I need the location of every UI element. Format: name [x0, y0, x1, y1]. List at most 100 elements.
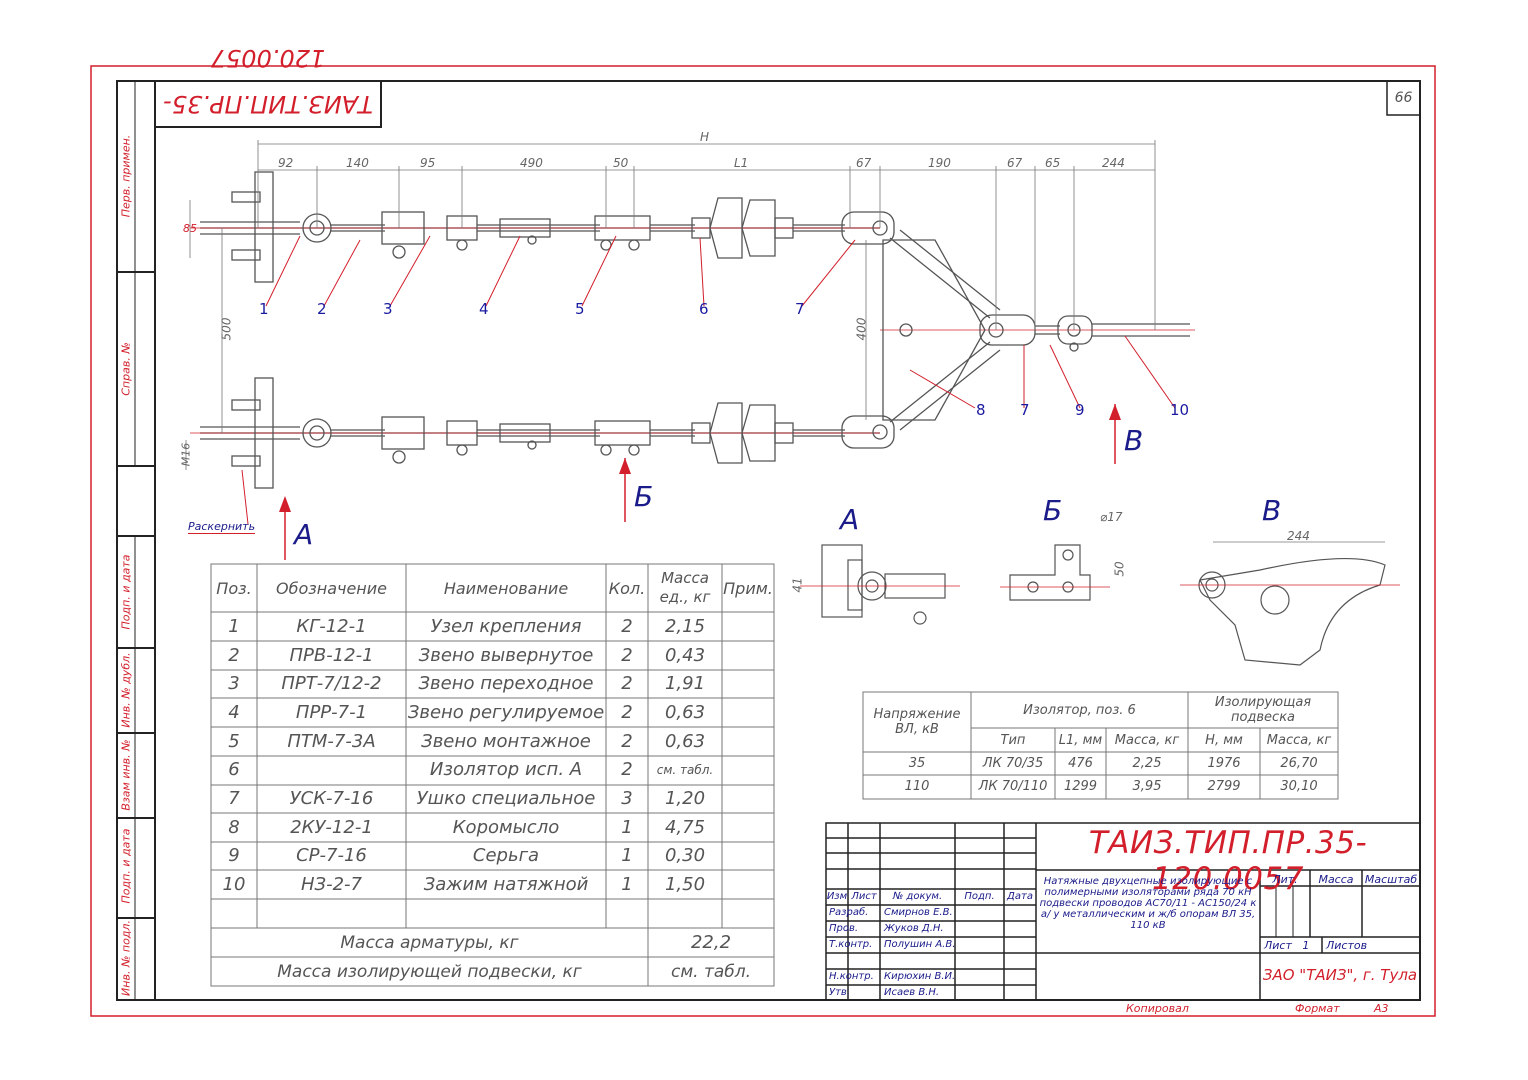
- title-description: Натяжные двухцепные изолирующие с полиме…: [1039, 876, 1257, 931]
- parts-cell-10-4: 1,50: [664, 874, 706, 896]
- parts-cell-10-1: НЗ-2-7: [301, 874, 362, 896]
- parts-cell-1-2: Узел крепления: [430, 615, 582, 637]
- title-role-0: Разраб.: [829, 907, 869, 918]
- parts-cell-5-0: 5: [228, 730, 240, 752]
- parts-cell-8-3: 1: [621, 816, 633, 838]
- parts-cell-1-3: 2: [621, 615, 633, 637]
- dim-92: 92: [278, 156, 294, 170]
- parts-cell-10-2: Зажим натяжной: [423, 874, 589, 896]
- dim-50: 50: [613, 156, 629, 170]
- title-company: ЗАО "ТАИЗ", г. Тула: [1262, 966, 1418, 984]
- volt-header-suspension: Изолирующая подвеска: [1214, 695, 1312, 725]
- volt-cell-2-0: 110: [904, 779, 930, 794]
- title-col-header-1: Лист: [851, 891, 877, 902]
- callout-4: 4: [479, 300, 489, 318]
- page-number: 66: [1394, 90, 1413, 106]
- marker-a-main: А: [294, 518, 314, 551]
- parts-header-designation: Обозначение: [275, 578, 388, 598]
- dim-85: 85: [183, 222, 197, 235]
- title-sheets: Листов: [1326, 939, 1368, 952]
- stamp-podp-data-1: Подп. и дата: [119, 554, 133, 630]
- title-mass: Масса: [1318, 873, 1354, 886]
- volt-cell-2-3: 3,95: [1132, 779, 1162, 794]
- parts-cell-7-4: 1,20: [664, 788, 706, 810]
- parts-cell-2-3: 2: [621, 644, 633, 666]
- parts-cell-4-4: 0,63: [664, 701, 706, 723]
- parts-cell-4-1: ПРР-7-1: [295, 701, 368, 723]
- mass-suspension-label: Масса изолирующей подвески, кг: [277, 961, 582, 982]
- stamp-inv-podl: Инв. № подл.: [119, 920, 133, 996]
- parts-cell-7-0: 7: [228, 788, 240, 810]
- title-format: Формат: [1295, 1002, 1340, 1015]
- stamp-vzam-inv: Взам инв. №: [119, 739, 133, 811]
- parts-cell-5-3: 2: [621, 730, 633, 752]
- dim-a41: 41: [790, 577, 805, 593]
- parts-cell-9-0: 9: [228, 845, 240, 867]
- parts-cell-8-2: Коромысло: [452, 816, 560, 838]
- title-scale: Масштаб: [1364, 873, 1418, 886]
- stamp-sprav: Справ. №: [119, 342, 133, 396]
- volt-cell-1-2: 476: [1068, 756, 1093, 771]
- parts-cell-8-1: 2КУ-12-1: [290, 816, 373, 838]
- parts-header-pos: Поз.: [216, 578, 252, 598]
- dim-244: 244: [1102, 156, 1125, 170]
- parts-table-grid: [210, 563, 775, 987]
- parts-cell-1-1: КГ-12-1: [296, 615, 367, 637]
- title-role-4: Утв.: [829, 987, 850, 998]
- parts-cell-5-1: ПТМ-7-3А: [287, 730, 376, 752]
- marker-b-main: Б: [634, 480, 654, 513]
- dim-67b: 67: [1007, 156, 1023, 170]
- title-name-2: Полушин А.В.: [884, 939, 956, 950]
- title-code: ТАИЗ.ТИП.ПР.35-120.0057: [1088, 825, 1368, 897]
- volt-cell-1-1: ЛК 70/35: [982, 756, 1044, 771]
- parts-cell-2-4: 0,43: [664, 644, 706, 666]
- parts-cell-4-0: 4: [228, 701, 240, 723]
- volt-sub-mass2: Масса, кг: [1266, 732, 1332, 748]
- dimension-lines: [185, 140, 1156, 470]
- title-role-3: Н.контр.: [829, 971, 874, 982]
- volt-cell-2-2: 1299: [1063, 779, 1098, 794]
- parts-cell-9-3: 1: [621, 845, 633, 867]
- parts-header-qty: Кол.: [608, 578, 646, 598]
- parts-cell-5-4: 0,63: [664, 730, 706, 752]
- parts-cell-3-1: ПРТ-7/12-2: [281, 673, 382, 695]
- parts-cell-6-2: Изолятор исп. А: [429, 759, 583, 781]
- parts-cell-7-1: УСК-7-16: [289, 788, 374, 810]
- callout-7a: 7: [795, 300, 805, 318]
- title-col-header-4: Дата: [1007, 891, 1033, 902]
- parts-cell-4-2: Звено регулируемое: [407, 701, 605, 723]
- title-role-2: Т.контр.: [829, 939, 873, 950]
- drawing-code-rotated: ТАИЗ.ТИП.ПР.35-120.0057: [163, 44, 373, 118]
- dim-400: 400: [854, 317, 869, 341]
- mass-fittings-label: Масса арматуры, кг: [340, 932, 519, 953]
- dim-65: 65: [1045, 156, 1061, 170]
- volt-header-voltage: Напряжение ВЛ, кВ: [873, 707, 961, 737]
- callout-2: 2: [317, 300, 327, 318]
- raskernit-label: Раскернить: [188, 520, 256, 534]
- parts-cell-6-4: см. табл.: [656, 762, 714, 777]
- parts-cell-1-4: 2,15: [664, 615, 706, 637]
- callout-3: 3: [383, 300, 393, 318]
- marker-v-main: В: [1124, 424, 1144, 457]
- volt-cell-2-1: ЛК 70/110: [978, 779, 1048, 794]
- stamp-inv-dubl: Инв. № дубл.: [119, 652, 133, 728]
- detail-views: [800, 541, 1400, 666]
- volt-cell-1-4: 1976: [1207, 756, 1241, 771]
- marker-a-detail: А: [840, 503, 860, 536]
- callout-9: 9: [1075, 401, 1085, 419]
- title-name-1: Жуков Д.Н.: [884, 923, 944, 934]
- parts-cell-2-2: Звено вывернутое: [418, 644, 594, 666]
- marker-b-detail: Б: [1043, 494, 1063, 527]
- volt-sub-type: Тип: [1000, 732, 1026, 748]
- dim-l1: L1: [734, 156, 749, 170]
- callout-8: 8: [976, 401, 986, 419]
- stamp-perv-primen: Перв. примен.: [119, 134, 133, 218]
- mass-suspension-value: см. табл.: [670, 961, 752, 982]
- section-arrowheads: [279, 404, 1121, 512]
- title-format-value: А3: [1374, 1002, 1389, 1015]
- parts-cell-8-0: 8: [228, 816, 240, 838]
- parts-cell-1-0: 1: [228, 615, 240, 637]
- volt-cell-2-4: 2799: [1207, 779, 1241, 794]
- callout-7b: 7: [1020, 401, 1030, 419]
